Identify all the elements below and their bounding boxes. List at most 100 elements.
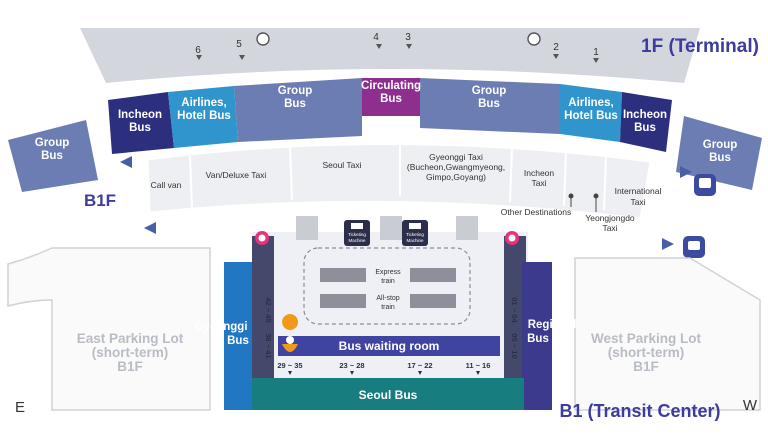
allstop-train-line2: train	[381, 304, 395, 311]
ticketing-right-line1: Ticketing	[406, 232, 424, 237]
bay-bottom-2: 23 ~ 28	[339, 361, 364, 370]
bay-right-1: 01 ~ 04	[510, 297, 519, 323]
stairs-icon	[380, 216, 402, 240]
arrow-left-icon	[662, 238, 674, 250]
yeongjongdo-taxi-line1: Yeongjongdo	[585, 213, 635, 223]
floor-label-transit: B1 (Transit Center)	[559, 401, 720, 421]
train-area	[303, 247, 471, 325]
group-left-line2: Bus	[284, 98, 306, 110]
zone-group-bus-left[interactable]	[234, 78, 362, 142]
gate-1: 1	[593, 47, 599, 58]
outer-group-right-line2: Bus	[709, 152, 731, 164]
international-taxi-line1: International	[615, 186, 662, 196]
outer-group-left-line1: Group	[35, 137, 70, 149]
west-parking-line2: (short-term)	[608, 345, 685, 360]
gyeonggi-taxi-line2: (Bucheon,Gwangmyeong,	[407, 162, 505, 172]
west-parking-line3: B1F	[633, 359, 659, 374]
west-parking-lot	[574, 257, 761, 411]
incheon-bus-left-line2: Bus	[129, 122, 151, 134]
zone-airlines-hotel-bus-left[interactable]	[168, 86, 238, 148]
bay-bottom-3: 17 ~ 22	[407, 361, 432, 370]
east-parking-line3: B1F	[117, 359, 143, 374]
incheon-bus-right-line1: Incheon	[623, 109, 667, 121]
zone-seoul-bus[interactable]	[252, 378, 524, 410]
group-left-line1: Group	[278, 85, 313, 97]
floor-label-b1f: B1F	[84, 191, 116, 210]
bus-waiting-room[interactable]	[278, 336, 500, 356]
ticketing-machine-icon[interactable]	[344, 220, 370, 246]
allstop-train-line1: All-stop	[376, 295, 399, 302]
incheon-taxi-line2: Taxi	[531, 178, 546, 188]
terminal-band	[80, 28, 700, 83]
regional-bus-line2: Bus	[527, 333, 549, 345]
zone-incheon-bus-right[interactable]	[620, 92, 672, 152]
gate-5: 5	[236, 39, 242, 50]
van-deluxe-taxi-label: Van/Deluxe Taxi	[206, 170, 267, 180]
other-destinations-label: Other Destinations	[501, 207, 571, 217]
express-train-line1: Express	[375, 269, 401, 276]
escalator-icon	[410, 294, 456, 308]
airlines-left-line1: Airlines,	[181, 97, 226, 109]
circulating-line1: Circulating	[361, 80, 421, 92]
escalator-icon	[410, 268, 456, 282]
airlines-right-line1: Airlines,	[568, 97, 613, 109]
escalator-icon	[320, 294, 366, 308]
zone-gyeonggi-bus[interactable]	[224, 262, 252, 410]
zone-group-bus-outer-right[interactable]	[676, 116, 762, 190]
arrow-left-icon	[144, 222, 156, 234]
stairs-icon	[296, 216, 318, 240]
bay-left-2: 36 ~ 41	[264, 333, 273, 358]
zone-regional-bus[interactable]	[522, 262, 552, 410]
airlines-right-line2: Hotel Bus	[564, 110, 618, 122]
regional-bus-line1: Regional	[528, 319, 577, 331]
seoul-taxi-label: Seoul Taxi	[322, 160, 361, 170]
gyeonggi-bus-line2: Bus	[227, 335, 249, 347]
west-parking-line1: West Parking Lot	[591, 331, 702, 346]
floor-label-terminal: 1F (Terminal)	[641, 36, 759, 57]
zone-group-bus-right[interactable]	[420, 78, 560, 134]
gate-4: 4	[373, 32, 379, 43]
international-taxi-line2: Taxi	[630, 197, 645, 207]
incheon-taxi-line1: Incheon	[524, 168, 555, 178]
location-pin-icon	[282, 314, 299, 350]
circulating-line2: Bus	[380, 93, 402, 105]
seoul-bus-label: Seoul Bus	[359, 388, 418, 402]
ticketing-right-line2: Machine	[406, 238, 424, 243]
zone-incheon-bus-left[interactable]	[108, 92, 174, 154]
transit-wall-left	[252, 236, 274, 382]
info-icon	[527, 32, 541, 46]
transit-wall-right	[504, 236, 526, 382]
zone-group-bus-outer-left[interactable]	[8, 120, 98, 192]
group-right-line2: Bus	[478, 98, 500, 110]
express-train-line2: train	[381, 278, 395, 285]
east-parking-line2: (short-term)	[92, 345, 169, 360]
call-van-label: Call van	[151, 180, 182, 190]
zone-circulating-bus[interactable]	[362, 78, 420, 116]
east-parking-line1: East Parking Lot	[77, 331, 184, 346]
outer-group-left-line2: Bus	[41, 150, 63, 162]
compass-east: E	[15, 399, 25, 416]
arrow-left-icon	[680, 166, 692, 178]
bay-left-1: 42 ~ 45	[264, 297, 273, 322]
gyeonggi-taxi-line3: Gimpo,Goyang)	[426, 172, 486, 182]
yeongjongdo-taxi-line2: Taxi	[602, 223, 617, 233]
gate-6: 6	[195, 45, 201, 56]
group-right-line1: Group	[472, 85, 507, 97]
gyeonggi-bus-line1: Gyeonggi	[194, 321, 247, 333]
bay-right-2: 05 ~ 10	[510, 333, 519, 358]
zone-airlines-hotel-bus-right[interactable]	[560, 84, 622, 142]
gate-2: 2	[553, 42, 559, 53]
escalator-icon	[320, 268, 366, 282]
bay-bottom-1: 29 ~ 35	[277, 361, 302, 370]
arrow-left-icon	[120, 156, 132, 168]
compass-west: W	[743, 397, 758, 414]
outer-group-right-line1: Group	[703, 139, 738, 151]
ticketing-machine-icon[interactable]	[402, 220, 428, 246]
incheon-bus-left-line1: Incheon	[118, 109, 162, 121]
ticketing-left-line2: Machine	[348, 238, 366, 243]
info-icon	[256, 32, 270, 46]
gyeonggi-taxi-line1: Gyeonggi Taxi	[429, 152, 483, 162]
stairs-icon	[456, 216, 478, 240]
